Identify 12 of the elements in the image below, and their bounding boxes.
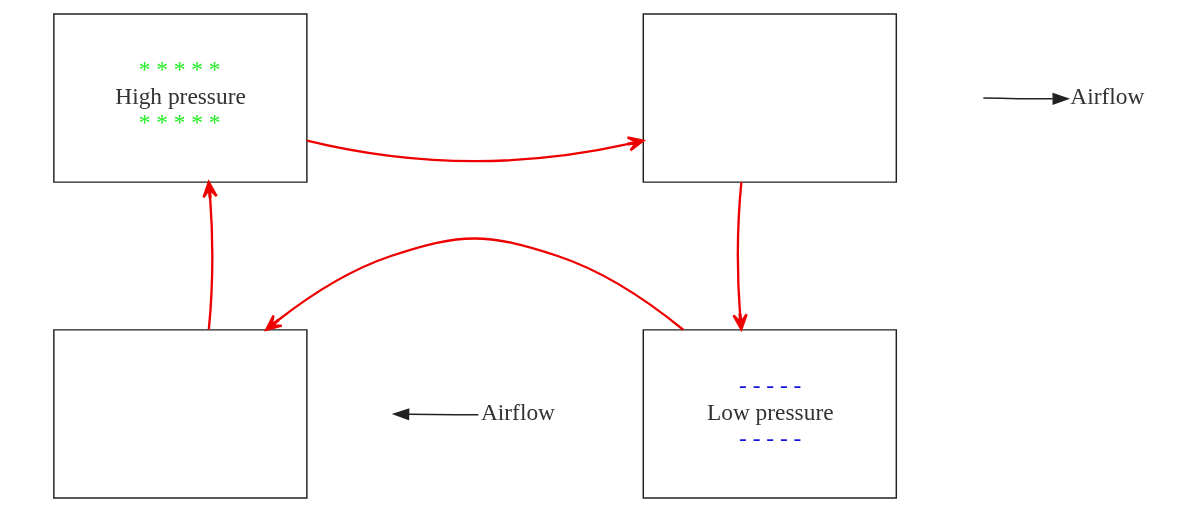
node-box: * * * * * High pressure * * * * * xyxy=(52,13,308,183)
arrow xyxy=(264,237,684,331)
node-box xyxy=(642,13,897,183)
arrow xyxy=(731,182,748,331)
arrow xyxy=(201,181,218,330)
node-box: - - - - - Low pressure - - - - - xyxy=(642,329,897,499)
node-box xyxy=(52,329,308,499)
arrow xyxy=(982,92,1070,105)
node-text: Airflow xyxy=(1069,82,1144,109)
arrow xyxy=(306,136,644,163)
arrow xyxy=(391,408,479,421)
node-text: Airflow xyxy=(480,398,555,425)
